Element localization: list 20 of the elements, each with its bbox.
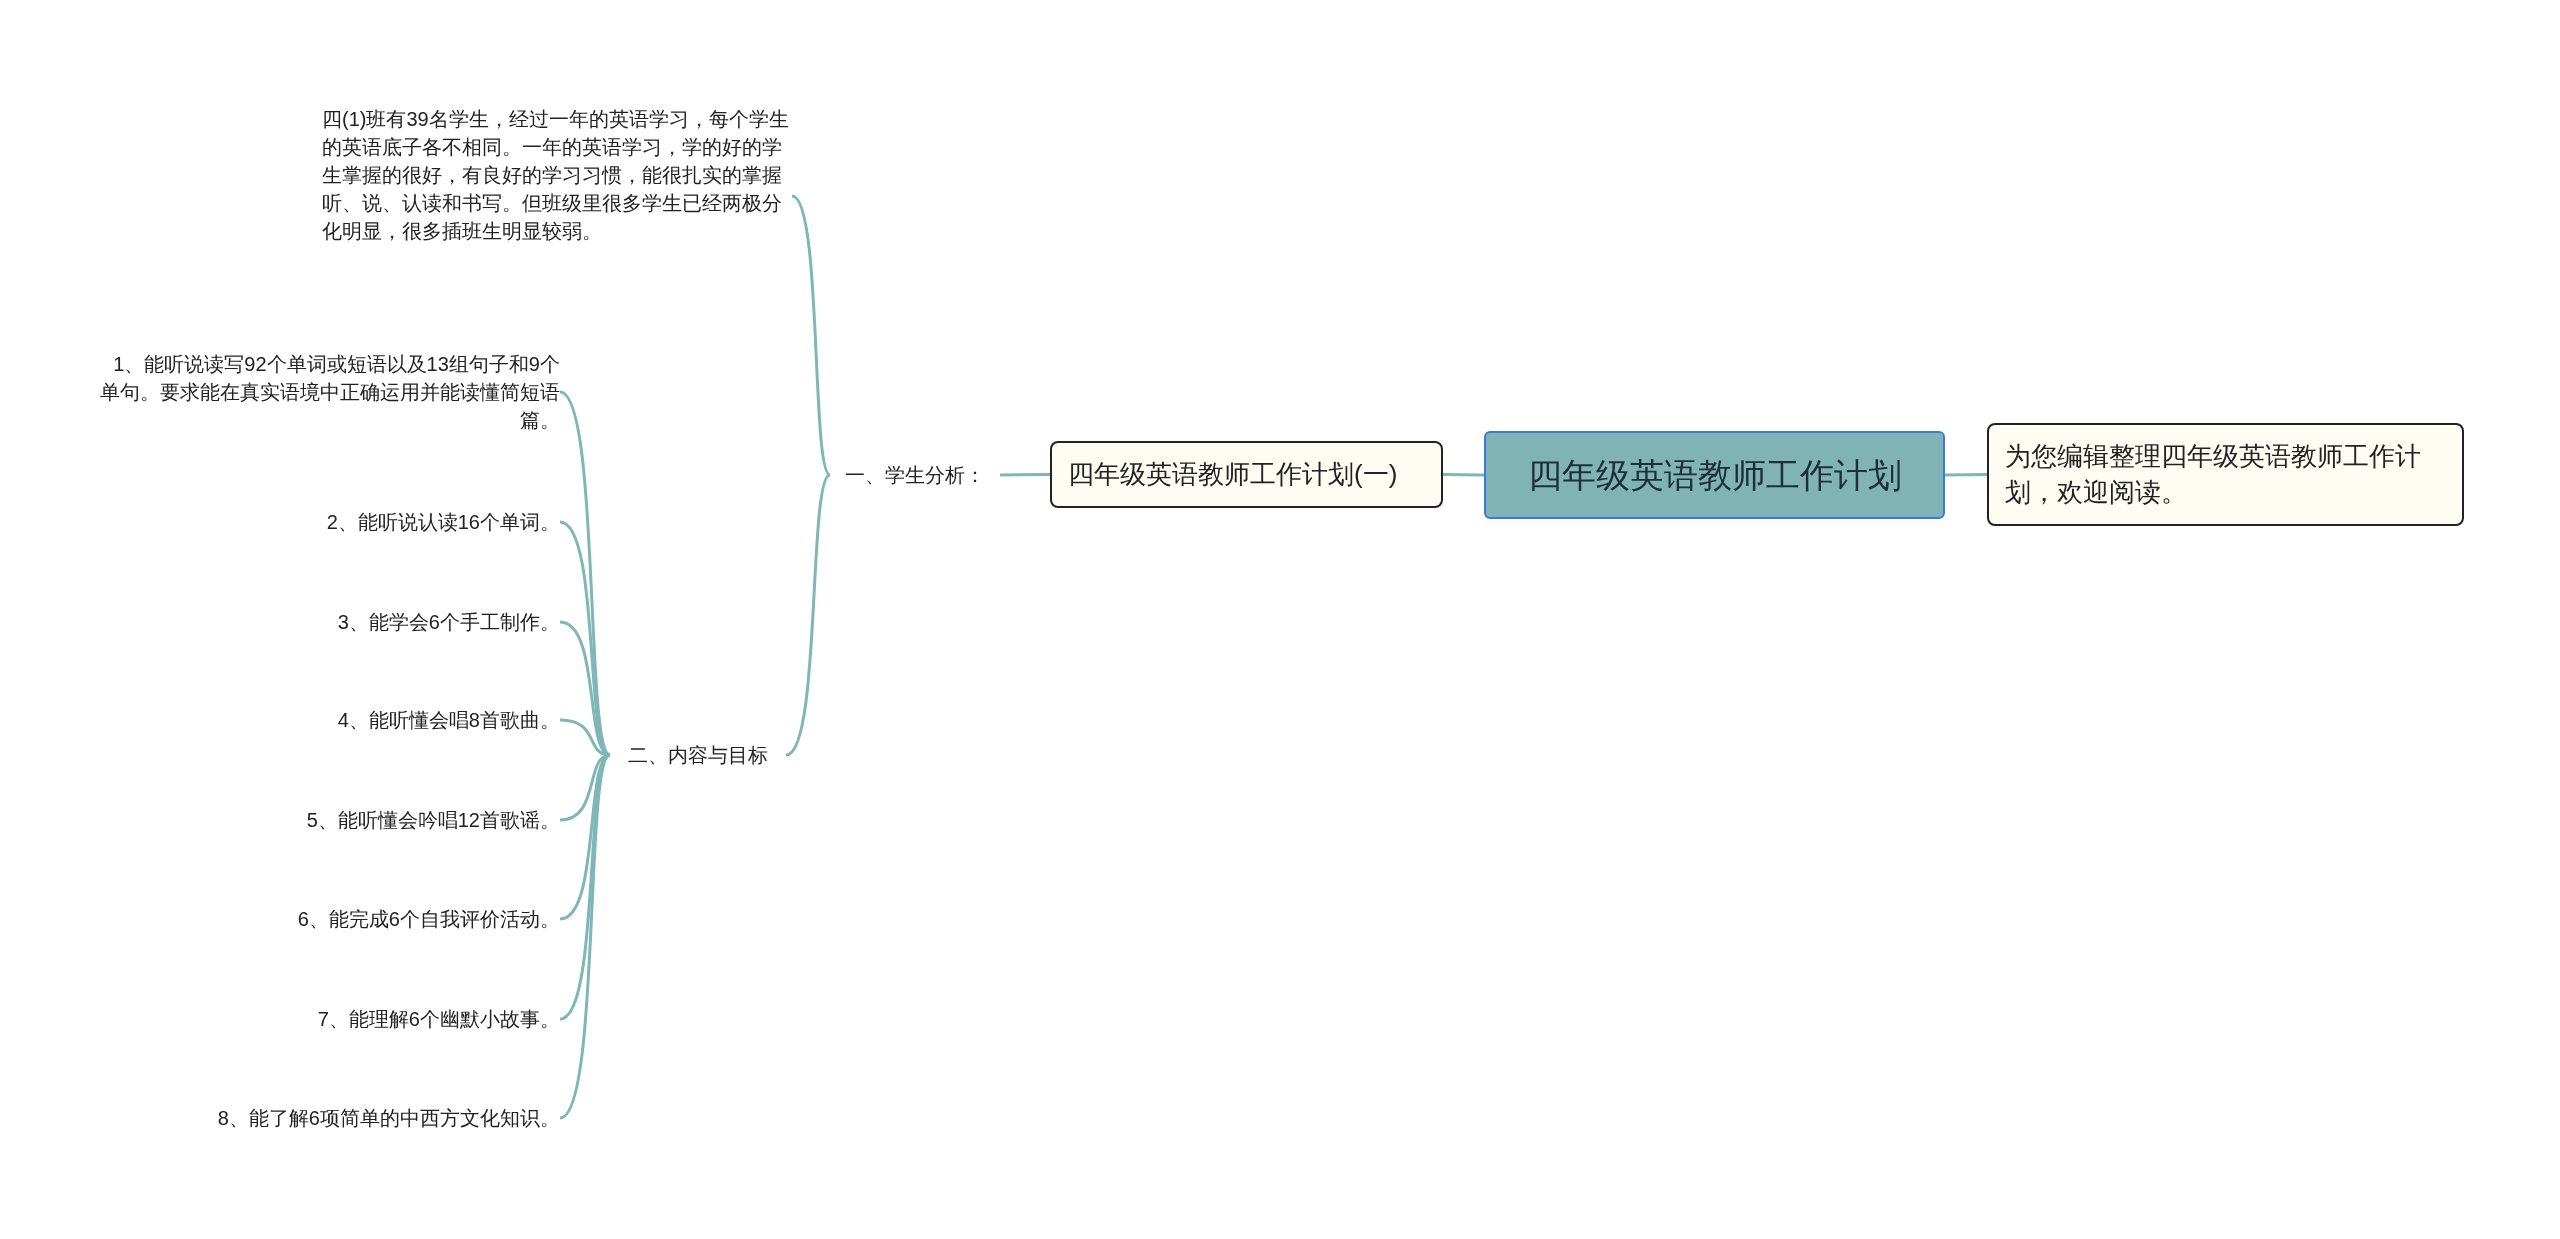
connector-line <box>1945 473 1987 477</box>
connector-line <box>1442 473 1485 477</box>
paragraph-text: 四(1)班有39名学生，经过一年的英语学习，每个学生的英语底子各不相同。一年的英语学习，学的好的学生掌握的很好，有良好的学习习惯，能很扎实的掌握听、说、认读和书写。但班级里很多学生已经两极分化明显，很多插班生明显较弱。 <box>322 108 789 242</box>
list-item-text: 4、能听懂会唱8首歌曲。 <box>337 708 560 733</box>
connector-line <box>791 194 832 476</box>
list-item-text: 3、能学会6个手工制作。 <box>337 610 560 635</box>
list-item-text: 2、能听说认读16个单词。 <box>326 510 560 535</box>
branch-label: 二、内容与目标 <box>628 743 768 768</box>
topic-box: 为您编辑整理四年级英语教师工作计划，欢迎阅读。 <box>1987 423 2464 526</box>
list-item-text: 8、能了解6项简单的中西方文化知识。 <box>217 1106 560 1131</box>
root-topic-box: 四年级英语教师工作计划 <box>1484 431 1945 519</box>
connector-line <box>785 474 832 757</box>
list-item-text: 7、能理解6个幽默小故事。 <box>317 1007 560 1032</box>
topic-box: 四年级英语教师工作计划(一) <box>1050 441 1443 508</box>
list-item-text: 1、能听说读写92个单词或短语以及13组句子和9个单句。要求能在真实语境中正确运用并能读懂简短语篇。 <box>100 352 560 433</box>
branch-label: 一、学生分析： <box>845 463 985 488</box>
list-item-text: 6、能完成6个自我评价活动。 <box>297 907 560 932</box>
list-item-text: 5、能听懂会吟唱12首歌谣。 <box>306 808 560 833</box>
connector-line <box>559 754 612 1120</box>
connector-line <box>1000 473 1050 477</box>
